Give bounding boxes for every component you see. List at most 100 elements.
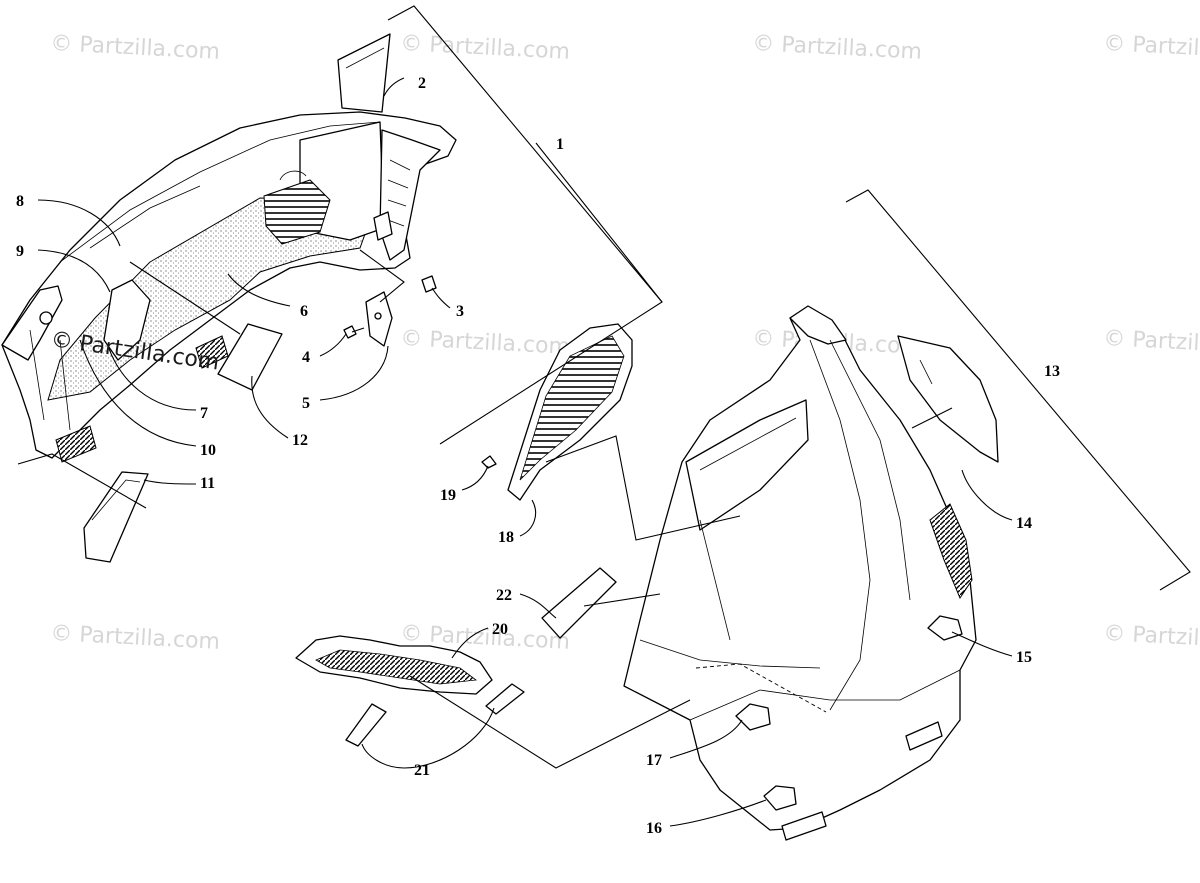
inner-rib <box>103 279 151 361</box>
side-window <box>897 335 999 463</box>
hood-ridge <box>699 519 731 641</box>
leader-16 <box>669 799 767 827</box>
watermark: © Partzilla.com <box>50 31 221 65</box>
callout-18: 18 <box>498 529 514 546</box>
leader-lines <box>17 5 1191 827</box>
inner-grille <box>263 179 331 245</box>
leader-5 <box>319 345 389 401</box>
hood-ridge <box>89 185 201 249</box>
bracket-1-stub <box>535 142 663 303</box>
leader-2 <box>383 77 405 97</box>
callout-5: 5 <box>302 395 310 412</box>
decals-left <box>83 323 283 563</box>
callout-6: 6 <box>300 303 308 320</box>
leader-22 <box>519 593 557 619</box>
nose-tip <box>789 305 847 345</box>
hood-ridge <box>829 339 911 601</box>
plug-part <box>735 703 771 731</box>
clip-part <box>421 275 437 293</box>
windshield-detail <box>345 47 385 69</box>
grille-mesh <box>519 335 625 481</box>
leader-7 <box>107 345 197 411</box>
watermark: © Partzilla.com <box>400 31 571 65</box>
leader-20 <box>451 627 489 659</box>
watermark: © Partzilla.com <box>1103 621 1200 655</box>
callout-20: 20 <box>492 621 508 638</box>
bottom-foot <box>781 811 827 841</box>
side-bracket <box>379 129 441 261</box>
decal-pad-edge <box>91 479 141 521</box>
lower-vent <box>55 425 97 463</box>
callout-7: 7 <box>200 405 208 422</box>
leader-22-extension <box>583 593 661 607</box>
side-sculpt <box>29 329 71 431</box>
watermark: © Partzilla.com <box>400 326 571 360</box>
bottom-foot <box>905 721 943 751</box>
screw-shank <box>351 327 365 333</box>
side-vent <box>929 503 973 600</box>
leader-15 <box>951 631 1013 657</box>
leader-21 <box>403 707 495 769</box>
side-window-detail <box>919 359 933 385</box>
lower-vent <box>195 335 229 369</box>
leader-8 <box>37 199 121 247</box>
hood-ridge <box>639 639 821 669</box>
leader-9 <box>37 249 111 293</box>
bracket-hole <box>374 312 382 320</box>
lower-skirt <box>689 669 961 721</box>
right-hood-assembly <box>623 305 999 841</box>
callout-19: 19 <box>440 487 456 504</box>
plug-part <box>927 615 963 641</box>
callout-numbers: 1 2 3 4 5 6 7 8 9 10 11 12 13 14 15 16 1… <box>16 75 1060 837</box>
leader-17 <box>669 719 743 759</box>
vent-strip <box>485 683 525 715</box>
front-grille <box>481 323 633 501</box>
leader-19 <box>461 465 489 491</box>
leader-4 <box>319 333 347 357</box>
callout-11: 11 <box>200 475 215 492</box>
vent-strip <box>345 703 387 747</box>
callout-2: 2 <box>418 75 426 92</box>
decal-pad <box>83 471 149 563</box>
leader-21 <box>361 743 405 769</box>
watermark: © Partzilla.com <box>50 621 221 655</box>
clip-bracket <box>373 211 393 241</box>
leader-18-bracket <box>545 435 741 541</box>
bracket-1 <box>387 5 663 445</box>
callout-10: 10 <box>200 442 216 459</box>
leader-20-bracket <box>409 675 691 769</box>
callout-13: 13 <box>1044 363 1060 380</box>
screw-part <box>343 325 357 339</box>
decal-22-part <box>541 567 617 639</box>
callout-15: 15 <box>1016 649 1032 666</box>
mount-hole <box>39 311 53 325</box>
watermark: © Partzilla.com <box>1103 31 1200 65</box>
callout-22: 22 <box>496 587 512 604</box>
hood-scoop <box>685 399 809 531</box>
plug-part <box>763 785 797 811</box>
grille-handle <box>279 170 307 181</box>
callout-8: 8 <box>16 193 24 210</box>
leader-9-extension <box>129 261 241 335</box>
callout-9: 9 <box>16 243 24 260</box>
leader-3 <box>431 287 451 309</box>
watermark: © Partzilla.com <box>1103 326 1200 360</box>
leader-10 <box>79 339 197 447</box>
grille-clip <box>481 455 497 469</box>
left-edge-lip <box>1 285 63 361</box>
windshield-part <box>337 33 391 113</box>
callout-14: 14 <box>1016 515 1032 532</box>
callout-12: 12 <box>292 432 308 449</box>
leader-3-bracket <box>359 249 405 303</box>
leader-12 <box>251 375 289 439</box>
hood-ridge <box>59 121 381 263</box>
callout-16: 16 <box>646 820 662 837</box>
callout-21: 21 <box>414 762 430 779</box>
leader-14 <box>961 469 1013 521</box>
callout-4: 4 <box>302 349 310 366</box>
leader-11-bracket <box>17 453 147 509</box>
scoop-edge <box>699 417 797 471</box>
decal-strip <box>217 323 283 391</box>
